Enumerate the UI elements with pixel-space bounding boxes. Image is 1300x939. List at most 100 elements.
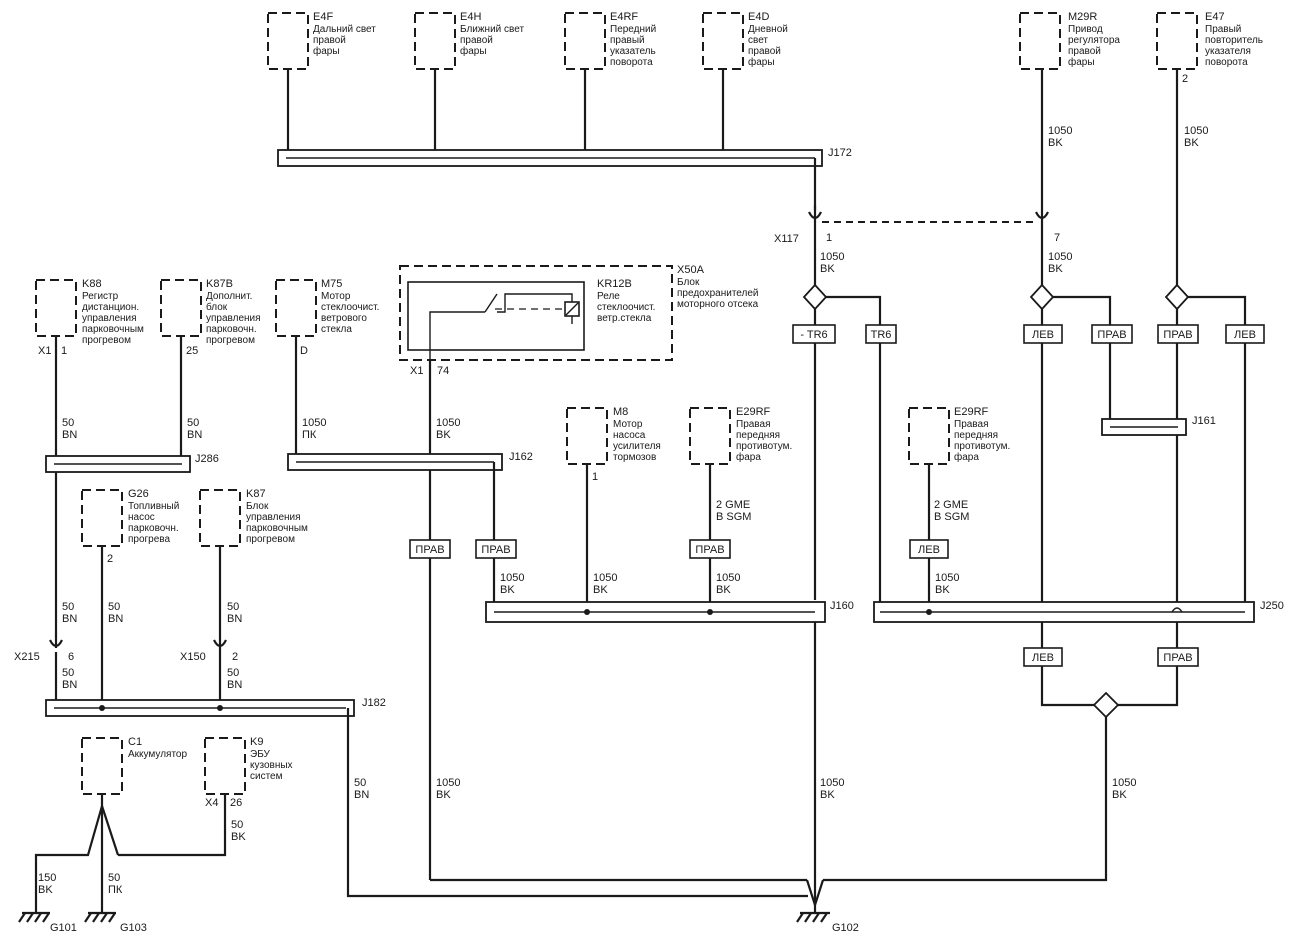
svg-text:- TR6: - TR6 <box>800 329 827 341</box>
svg-text:моторного отсека: моторного отсека <box>677 299 759 310</box>
svg-text:2: 2 <box>232 651 238 663</box>
svg-text:правой: правой <box>748 46 781 57</box>
svg-text:50: 50 <box>62 601 74 613</box>
svg-text:BK: BK <box>231 831 246 843</box>
connector-x150: X150 2 <box>180 639 238 663</box>
tag-prav-x50a: ПРАВ <box>409 539 451 559</box>
component-k87b[interactable]: K87B Дополнит. блок управления парковочн… <box>160 278 261 346</box>
svg-text:BN: BN <box>108 613 123 625</box>
splice-j161: J161 <box>1101 415 1216 436</box>
component-e4h[interactable]: E4H Ближний свет правой фары <box>414 11 524 70</box>
component-e29rf-a[interactable]: E29RF Правая передняя противотум. фара <box>689 406 792 465</box>
svg-text:50: 50 <box>231 819 243 831</box>
svg-text:G102: G102 <box>832 922 859 934</box>
svg-text:G26: G26 <box>128 488 149 500</box>
svg-text:правый: правый <box>610 35 645 46</box>
svg-text:1050: 1050 <box>436 777 460 789</box>
svg-text:регулятора: регулятора <box>1068 35 1120 46</box>
svg-text:D: D <box>300 345 308 357</box>
svg-text:BN: BN <box>187 429 202 441</box>
svg-text:1050: 1050 <box>593 572 617 584</box>
svg-text:K87: K87 <box>246 488 266 500</box>
svg-text:K9: K9 <box>250 736 263 748</box>
component-m75[interactable]: M75 Мотор стеклоочист. ветрового стекла <box>275 278 379 337</box>
svg-text:насос: насос <box>128 512 155 523</box>
svg-text:E29RF: E29RF <box>736 406 771 418</box>
splice-j182: J182 <box>45 697 386 717</box>
svg-text:Правый: Правый <box>1205 24 1241 35</box>
svg-text:X1: X1 <box>38 345 51 357</box>
component-k9[interactable]: K9 ЭБУ кузовных систем <box>204 736 293 795</box>
tag-lev-e29: ЛЕВ <box>909 539 949 559</box>
svg-text:ЭБУ: ЭБУ <box>250 749 271 760</box>
component-e47[interactable]: E47 Правый повторитель указателя поворот… <box>1156 11 1263 85</box>
component-e29rf-b[interactable]: E29RF Правая передняя противотум. фара <box>908 406 1010 465</box>
svg-text:парковочным: парковочным <box>246 523 308 534</box>
svg-text:50: 50 <box>227 601 239 613</box>
svg-text:ЛЕВ: ЛЕВ <box>1032 329 1054 341</box>
svg-text:поворота: поворота <box>610 57 653 68</box>
svg-text:BK: BK <box>436 789 451 801</box>
svg-text:фары: фары <box>1068 56 1095 68</box>
ground-g101: G101 <box>18 911 77 934</box>
svg-text:1050: 1050 <box>1112 777 1136 789</box>
svg-text:7: 7 <box>1054 232 1060 244</box>
svg-text:BN: BN <box>62 429 77 441</box>
svg-text:1050: 1050 <box>1048 125 1072 137</box>
relay-kr12b[interactable]: KR12B Реле стеклоочист. ветр.стекла <box>429 278 655 366</box>
tag-prav-1: ПРАВ <box>1091 324 1133 344</box>
component-g26[interactable]: G26 Топливный насос парковочн. прогрева <box>81 488 179 547</box>
component-e4rf[interactable]: E4RF Передний правый указатель поворота <box>564 11 656 70</box>
svg-text:ПК: ПК <box>108 884 123 896</box>
svg-text:фары: фары <box>460 45 487 57</box>
svg-text:ЛЕВ: ЛЕВ <box>1032 652 1054 664</box>
svg-text:1: 1 <box>592 471 598 483</box>
svg-text:150: 150 <box>38 872 56 884</box>
component-m8[interactable]: M8 Мотор насоса усилителя тормозов <box>566 406 661 465</box>
svg-text:ветрового: ветрового <box>321 313 367 324</box>
svg-text:повторитель: повторитель <box>1205 35 1263 46</box>
svg-text:прогревом: прогревом <box>82 335 131 346</box>
svg-text:X150: X150 <box>180 651 206 663</box>
tag-lev-3: ЛЕВ <box>1023 647 1063 667</box>
component-m29r[interactable]: M29R Привод регулятора правой фары <box>1019 11 1120 70</box>
svg-text:J160: J160 <box>830 600 854 612</box>
svg-text:ЛЕВ: ЛЕВ <box>918 544 940 556</box>
svg-text:ПРАВ: ПРАВ <box>481 544 510 556</box>
svg-text:E29RF: E29RF <box>954 406 989 418</box>
svg-text:правой: правой <box>1068 46 1101 57</box>
component-k87[interactable]: K87 Блок управления парковочным прогрево… <box>199 488 308 547</box>
svg-text:предохранителей: предохранителей <box>677 288 759 299</box>
svg-text:BN: BN <box>354 789 369 801</box>
svg-text:B SGM: B SGM <box>716 511 751 523</box>
svg-text:Блок: Блок <box>246 501 269 512</box>
svg-text:1050: 1050 <box>1184 125 1208 137</box>
svg-text:BK: BK <box>1112 789 1127 801</box>
svg-text:ПК: ПК <box>302 429 317 441</box>
component-e4d[interactable]: E4D Дневной свет правой фары <box>702 11 788 70</box>
svg-text:BN: BN <box>62 613 77 625</box>
tag-tr6-neg: - TR6 <box>792 324 836 344</box>
svg-text:M75: M75 <box>321 278 342 290</box>
component-k88[interactable]: K88 Регистр дистанцион. управления парко… <box>35 278 144 346</box>
tag-tr6: TR6 <box>865 324 897 344</box>
ground-g103: G103 <box>84 911 147 934</box>
svg-text:X215: X215 <box>14 651 40 663</box>
svg-text:свет: свет <box>748 35 768 46</box>
tag-lev-1: ЛЕВ <box>1023 324 1063 344</box>
svg-text:BK: BK <box>593 584 608 596</box>
svg-text:прогревом: прогревом <box>206 335 255 346</box>
svg-text:B SGM: B SGM <box>934 511 969 523</box>
splice-j162: J162 <box>287 451 533 471</box>
svg-text:фара: фара <box>954 451 979 463</box>
svg-text:поворота: поворота <box>1205 57 1248 68</box>
svg-text:Передний: Передний <box>610 24 656 35</box>
svg-text:25: 25 <box>186 345 198 357</box>
svg-text:Мотор: Мотор <box>321 291 351 302</box>
component-e4f[interactable]: E4F Дальний свет правой фары <box>267 11 376 70</box>
svg-text:X50A: X50A <box>677 264 705 276</box>
svg-text:J250: J250 <box>1260 600 1284 612</box>
component-c1-battery[interactable]: C1 Аккумулятор <box>81 736 187 795</box>
svg-text:J161: J161 <box>1192 415 1216 427</box>
